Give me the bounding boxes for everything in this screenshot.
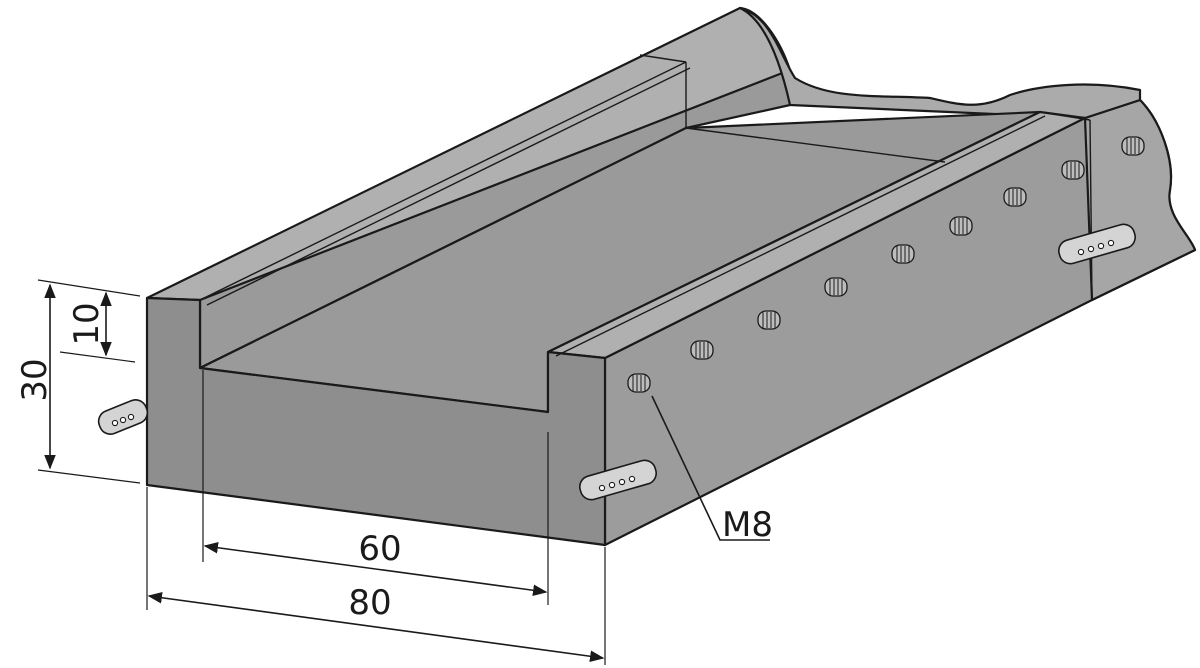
dim-label-10: 10 xyxy=(67,302,107,345)
dim-label-30: 30 xyxy=(15,358,55,401)
peg-front xyxy=(579,459,657,501)
thread-callout-label: M8 xyxy=(722,505,773,545)
threaded-stud xyxy=(627,373,651,393)
front-face xyxy=(145,296,607,547)
threaded-stud xyxy=(891,244,915,264)
threaded-stud xyxy=(1061,160,1085,180)
thread-leader xyxy=(651,395,770,541)
threaded-stud xyxy=(824,277,848,297)
threaded-stud xyxy=(690,340,714,360)
threaded-stud xyxy=(949,216,973,236)
break-line xyxy=(738,6,1142,120)
dim-label-80: 80 xyxy=(348,583,391,623)
locating-pegs xyxy=(97,223,1136,501)
right-end-face xyxy=(1083,98,1197,302)
threaded-stud xyxy=(1003,187,1027,207)
threaded-stud xyxy=(1121,136,1145,156)
holder-body xyxy=(145,6,1197,547)
peg-back xyxy=(1058,223,1136,265)
dim-line-80 xyxy=(147,592,605,662)
threaded-stud xyxy=(757,310,781,330)
threaded-studs xyxy=(627,136,1145,393)
dim-label-60: 60 xyxy=(358,529,401,569)
peg-left xyxy=(97,399,149,435)
dimensions: 30 10 60 80 M8 xyxy=(15,279,773,665)
dim-line-60 xyxy=(203,542,548,596)
